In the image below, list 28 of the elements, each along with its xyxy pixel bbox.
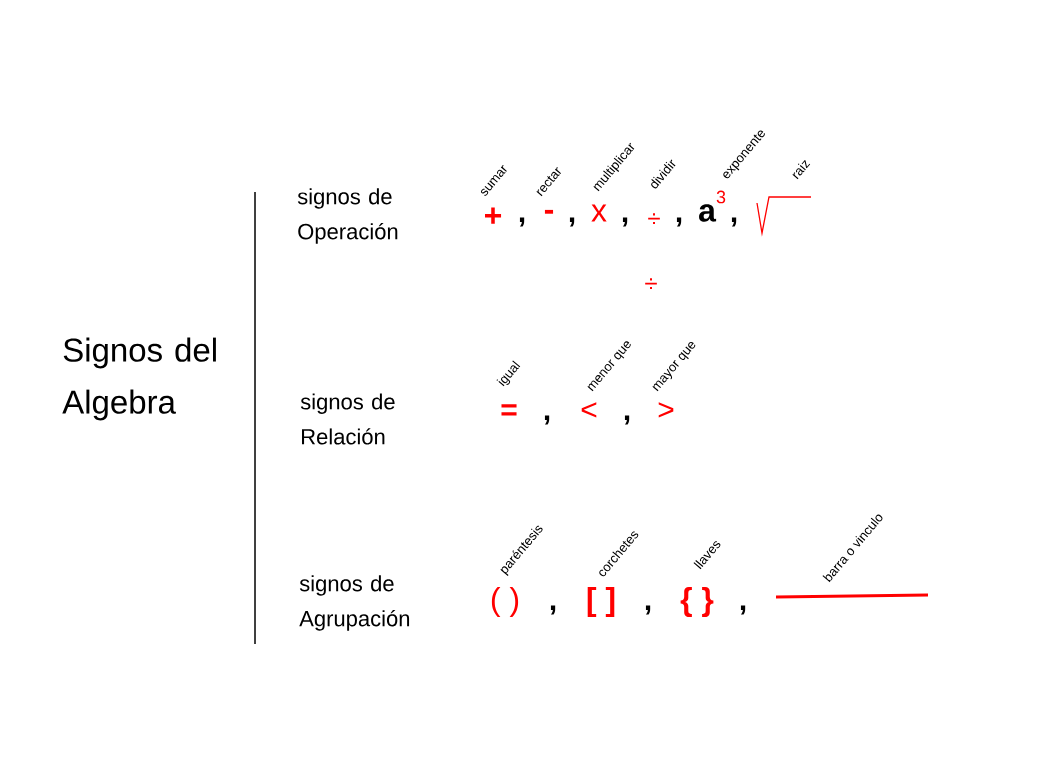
math-symbol: ÷ [648, 213, 660, 225]
math-symbol: a [699, 204, 717, 222]
math-symbol: > [658, 402, 674, 418]
math-symbol: , [550, 605, 556, 615]
topic-heading: Signos del Algebra [62, 337, 216, 421]
category-label: signos de Agrupación [299, 575, 410, 631]
math-symbol: , [622, 217, 628, 227]
category-label: signos de Relación [300, 393, 395, 445]
math-symbol: { } [680, 587, 714, 617]
math-symbol: , [676, 217, 682, 227]
symbol-name: raiz [792, 159, 811, 180]
category-label: signos de Operación [297, 188, 398, 244]
math-symbol: [ ] [587, 587, 615, 617]
math-symbol: , [624, 415, 630, 425]
math-symbol: , [645, 605, 651, 615]
math-symbol: , [740, 605, 746, 615]
math-symbol: ( ) [491, 587, 519, 617]
math-symbol: , [569, 217, 575, 227]
math-symbol: < [581, 402, 597, 418]
math-symbol: x [591, 204, 607, 222]
math-symbol: , [544, 415, 550, 425]
math-symbol: , [519, 217, 525, 227]
math-symbol: ÷ [645, 278, 657, 290]
math-symbol: 3 [716, 190, 726, 204]
math-symbol: = [501, 404, 517, 416]
math-symbol: + [485, 207, 502, 224]
math-symbol: , [731, 217, 737, 227]
math-symbol: - [544, 209, 554, 214]
